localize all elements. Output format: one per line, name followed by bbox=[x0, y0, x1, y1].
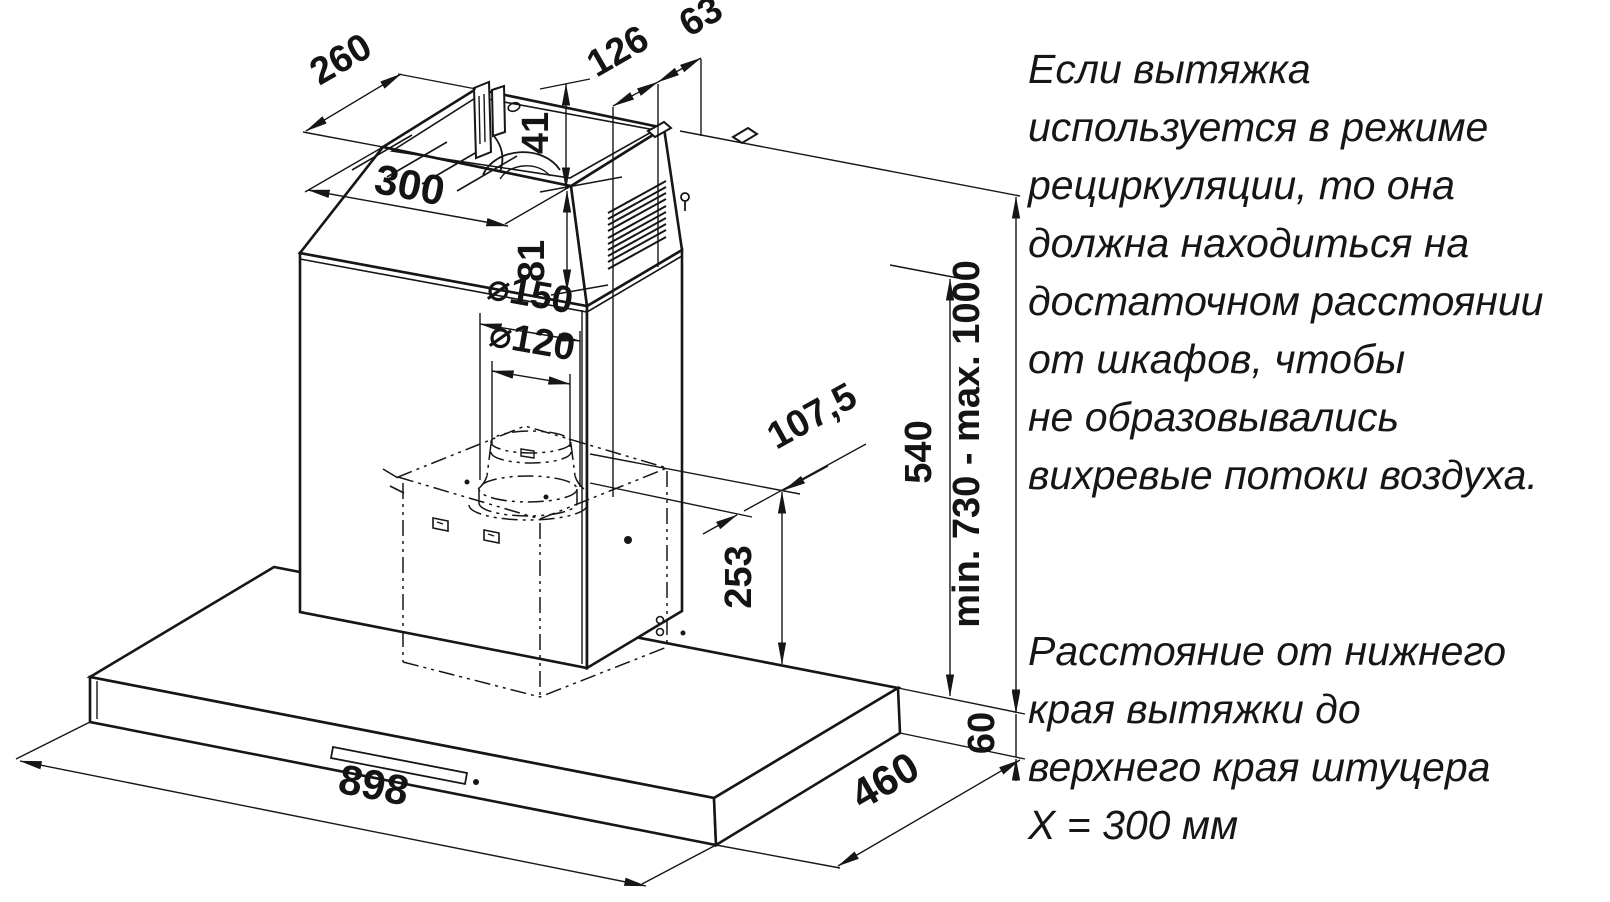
note-line: не образовывались bbox=[1028, 394, 1400, 440]
dim-canopy-width-898: 898 bbox=[15, 721, 717, 887]
dim-canopy-thickness-60: 60 bbox=[899, 690, 1026, 781]
note-line: от шкафов, чтобы bbox=[1028, 336, 1406, 382]
filter-clip-slot bbox=[432, 517, 449, 532]
note-line: верхнего края штуцера bbox=[1028, 744, 1491, 790]
dim-chimney-height-540: 540 bbox=[889, 264, 959, 697]
dim-label-41: 41 bbox=[515, 112, 557, 154]
duct-spigot-phantom bbox=[468, 430, 588, 521]
grease-filter-vanes bbox=[351, 134, 518, 192]
hidden-hood-body bbox=[382, 425, 686, 698]
dim-label-min-max: min. 730 - max. 1000 bbox=[946, 260, 988, 628]
louver-vent bbox=[607, 180, 667, 270]
note-line: рециркуляции, то она bbox=[1028, 162, 1455, 208]
mounting-bracket bbox=[472, 80, 521, 173]
dim-label-60: 60 bbox=[961, 712, 1003, 754]
dim-label-260: 260 bbox=[303, 26, 379, 94]
dim-upper-height-81: 81 bbox=[511, 190, 609, 296]
filter-clip-slot bbox=[483, 529, 500, 544]
dim-mounting-range: min. 730 - max. 1000 bbox=[679, 130, 1026, 715]
note-recirculation: Если вытяжка используется в режиме рецир… bbox=[1028, 40, 1610, 504]
keyhole-slot bbox=[680, 192, 690, 211]
note-line: Если вытяжка bbox=[1028, 46, 1311, 92]
blower-scroll bbox=[482, 151, 623, 193]
dim-bracket-41: 41 bbox=[515, 78, 591, 190]
dim-label-107-5: 107,5 bbox=[760, 375, 864, 458]
note-line: должна находиться на bbox=[1028, 220, 1470, 266]
dim-label-126: 126 bbox=[580, 18, 656, 86]
note-line: края вытяжки до bbox=[1028, 686, 1361, 732]
dim-duct-offset-63: 63 bbox=[657, 0, 730, 136]
note-line: X = 300 мм bbox=[1028, 802, 1239, 848]
dim-label-81: 81 bbox=[511, 240, 553, 282]
dim-label-63: 63 bbox=[672, 0, 730, 45]
note-spigot-distance: Расстояние от нижнего края вытяжки до ве… bbox=[1028, 622, 1610, 854]
dim-spigot-height-253: 253 bbox=[718, 491, 787, 665]
note-line: вихревые потоки воздуха. bbox=[1028, 452, 1538, 498]
note-line: достаточном расстоянии bbox=[1028, 278, 1544, 324]
dim-label-253: 253 bbox=[718, 545, 760, 608]
wall-bracket bbox=[731, 126, 759, 145]
dim-label-540: 540 bbox=[898, 420, 940, 483]
canopy-front-dot bbox=[473, 779, 479, 785]
note-line: используется в режиме bbox=[1028, 104, 1489, 150]
chimney-lower-section bbox=[298, 247, 684, 671]
note-line: Расстояние от нижнего bbox=[1028, 628, 1507, 674]
chimney-upper-section bbox=[297, 80, 759, 309]
